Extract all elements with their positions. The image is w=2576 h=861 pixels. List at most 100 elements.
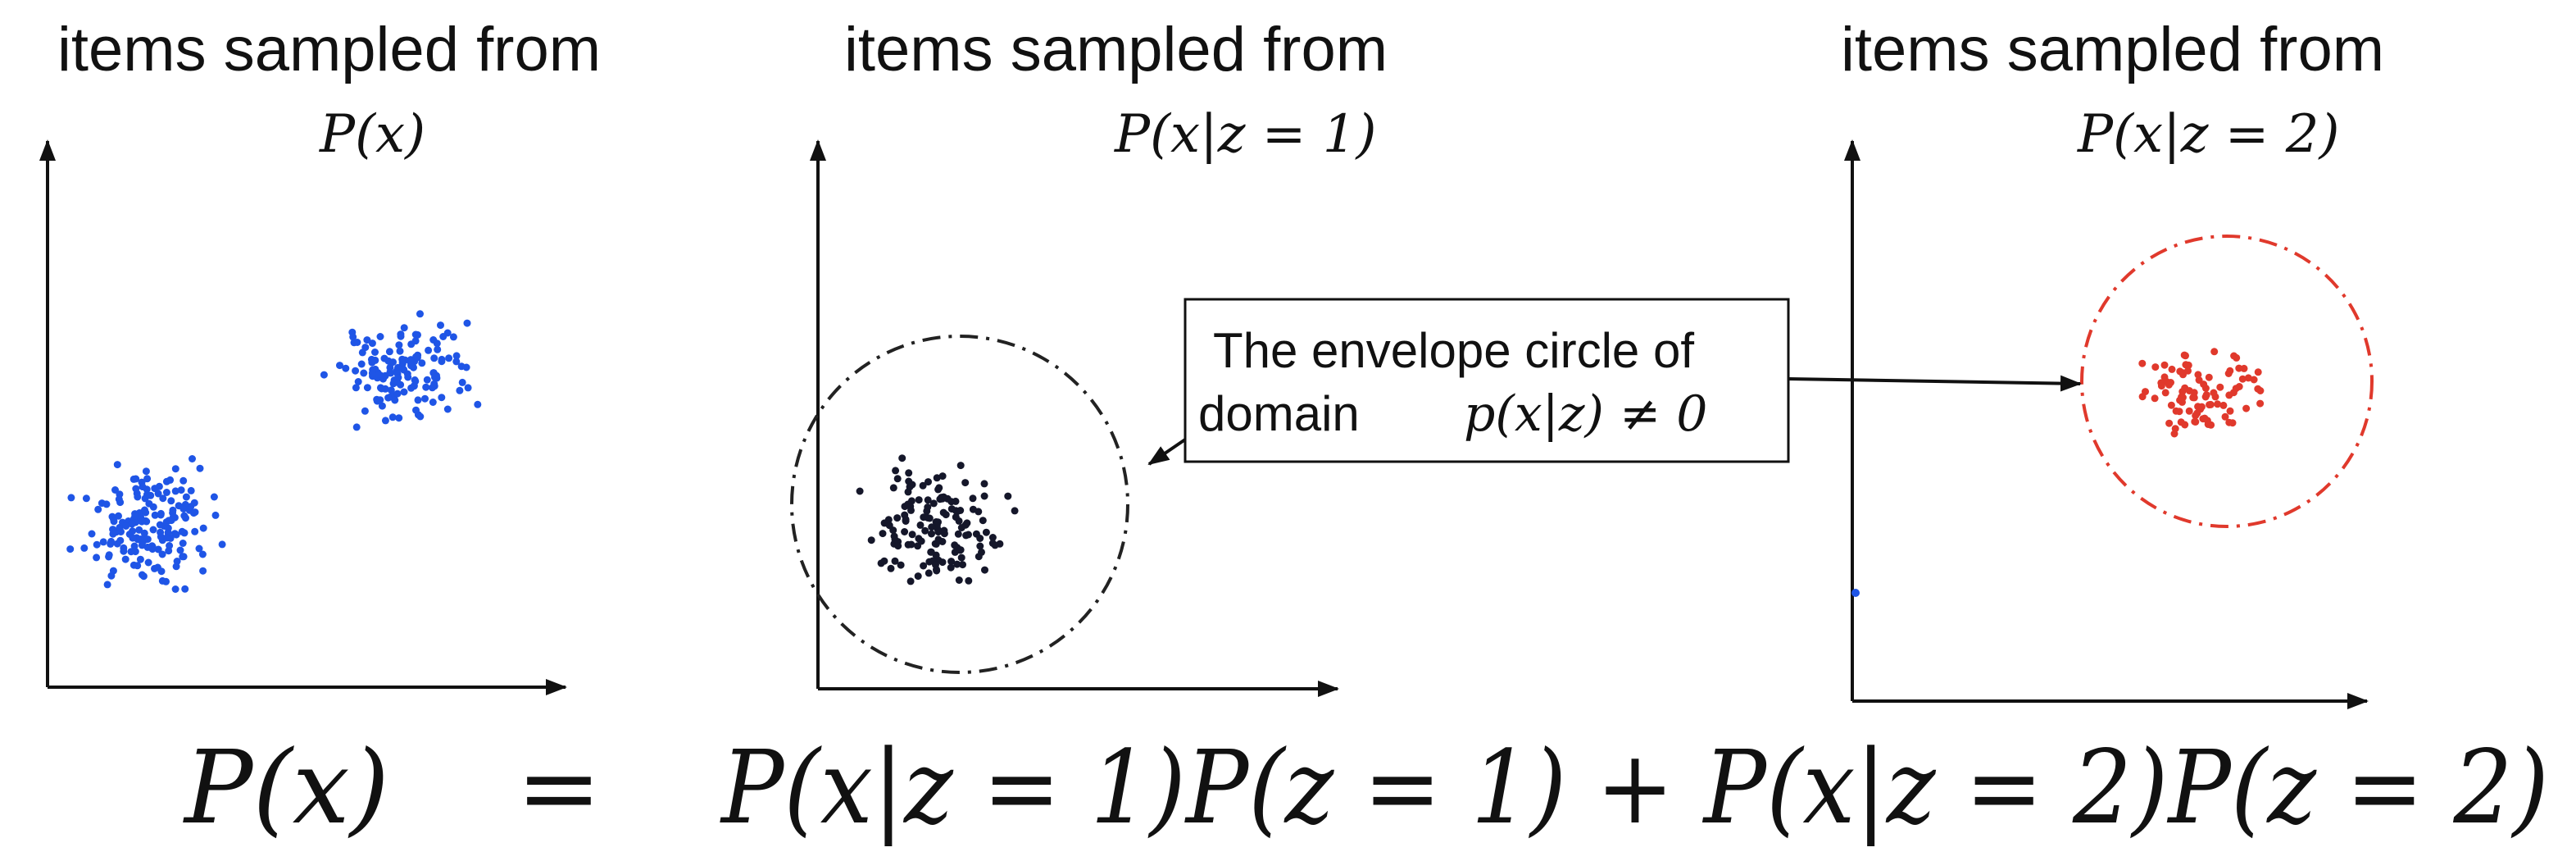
sample-point xyxy=(116,536,125,544)
sample-point xyxy=(856,487,864,495)
sample-point xyxy=(395,414,403,422)
sample-point xyxy=(959,561,966,569)
sample-point xyxy=(171,487,179,495)
panel-3-heading: items sampled from xyxy=(1841,15,2384,84)
sample-point xyxy=(368,339,376,348)
sample-point xyxy=(917,537,925,545)
panel-3-points xyxy=(2138,348,2265,438)
sample-point xyxy=(2242,404,2251,412)
sample-point xyxy=(976,535,984,542)
sample-point xyxy=(199,524,207,532)
sample-point xyxy=(380,354,388,362)
sample-point xyxy=(2235,383,2243,390)
sample-point xyxy=(2210,389,2218,397)
sample-point xyxy=(928,530,935,538)
sample-point xyxy=(404,373,412,381)
sample-point xyxy=(2181,421,2189,429)
sample-point xyxy=(963,519,971,527)
sample-point xyxy=(889,484,897,492)
sample-point xyxy=(924,503,932,511)
sample-point xyxy=(67,494,75,502)
sample-point xyxy=(429,336,438,344)
sample-point xyxy=(924,496,932,504)
sample-point xyxy=(142,467,150,476)
sample-point xyxy=(179,540,187,547)
sample-point xyxy=(2210,348,2219,356)
sample-point xyxy=(901,528,909,535)
sample-point xyxy=(429,399,437,406)
sample-point xyxy=(157,533,165,541)
sample-point xyxy=(373,397,381,405)
equation: P(x) = P(x|z = 1)P(z = 1) + P(x|z = 2)P(… xyxy=(183,729,2549,847)
sample-point xyxy=(139,483,147,491)
sample-point xyxy=(151,564,158,572)
sample-point xyxy=(2161,389,2169,397)
sample-point xyxy=(171,465,179,473)
sample-point xyxy=(391,396,399,404)
sample-point xyxy=(474,400,482,408)
sample-point xyxy=(172,563,180,571)
sample-point xyxy=(2228,419,2237,427)
sample-point xyxy=(103,581,111,589)
sample-point xyxy=(422,383,430,391)
sample-point xyxy=(88,530,96,538)
sample-point xyxy=(407,384,416,392)
sample-point xyxy=(2138,359,2147,367)
sample-point xyxy=(179,553,187,561)
panel-2-points xyxy=(856,454,1019,585)
sample-point xyxy=(947,558,956,566)
sample-point xyxy=(430,380,438,388)
sample-point xyxy=(375,371,383,378)
sample-point xyxy=(956,507,965,514)
sample-point xyxy=(2225,391,2233,399)
sample-point xyxy=(149,526,157,534)
sample-point xyxy=(914,572,922,581)
sample-point xyxy=(178,527,186,535)
sample-point xyxy=(143,490,151,499)
sample-point xyxy=(988,534,997,541)
sample-point xyxy=(388,413,397,421)
sample-point xyxy=(2191,417,2199,426)
sample-point xyxy=(195,544,203,553)
sample-point xyxy=(354,378,362,385)
callout-line-2-text: domain xyxy=(1198,386,1360,441)
sample-point xyxy=(2201,414,2209,422)
sample-point xyxy=(933,474,941,482)
equation-lhs: P(x) xyxy=(183,729,389,847)
callout-box xyxy=(1184,298,1790,463)
sample-point xyxy=(384,394,393,402)
sample-point xyxy=(93,554,101,562)
sample-point xyxy=(127,548,135,556)
sample-point xyxy=(902,515,910,523)
sample-point xyxy=(980,480,988,488)
sample-point xyxy=(969,505,977,513)
sample-point xyxy=(393,390,402,398)
sample-point xyxy=(199,567,207,575)
sample-point xyxy=(423,376,431,384)
sample-point xyxy=(438,394,446,402)
sample-point xyxy=(956,462,965,470)
sample-point xyxy=(129,561,138,569)
sample-point xyxy=(368,358,376,367)
sample-point xyxy=(2192,412,2200,420)
sample-point xyxy=(154,545,162,554)
sample-point xyxy=(2184,367,2192,375)
sample-point xyxy=(121,555,129,563)
sample-point xyxy=(2256,387,2265,394)
sample-point xyxy=(891,557,899,565)
sample-point xyxy=(906,577,915,585)
sample-point xyxy=(144,558,152,567)
panel-3-formula: P(x|z = 2) xyxy=(2077,104,2339,165)
sample-point xyxy=(102,500,111,508)
sample-point xyxy=(107,572,116,580)
sample-point xyxy=(449,333,457,341)
sample-point xyxy=(1011,507,1019,515)
sample-point xyxy=(905,469,913,477)
sample-point xyxy=(906,483,914,491)
sample-point xyxy=(320,371,328,379)
sample-point xyxy=(2182,352,2189,360)
sample-point xyxy=(218,540,226,549)
sample-point xyxy=(879,530,887,538)
sample-point xyxy=(957,554,965,562)
